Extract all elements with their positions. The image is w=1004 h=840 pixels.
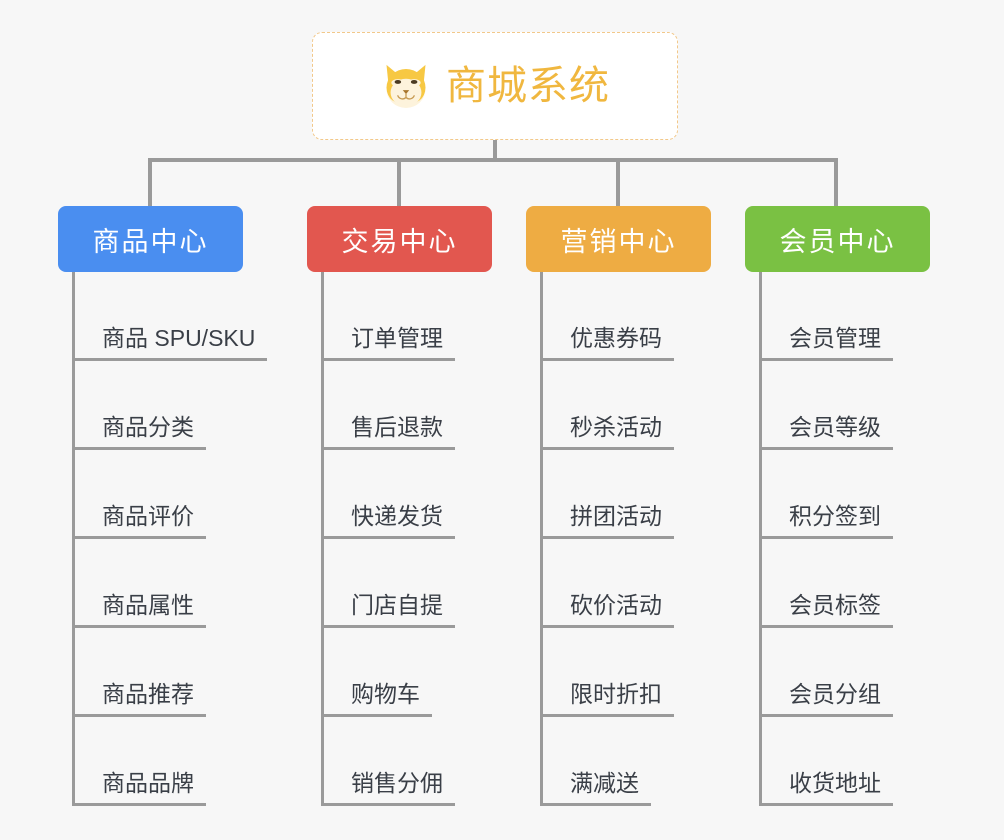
- leaf-label: 收货地址: [759, 770, 893, 806]
- leaf-label: 订单管理: [321, 325, 455, 361]
- leaf-item[interactable]: 商品属性: [72, 539, 206, 628]
- leaf-item[interactable]: 会员管理: [759, 272, 893, 361]
- leaf-label: 满减送: [540, 770, 651, 806]
- leaf-item[interactable]: 满减送: [540, 717, 651, 806]
- leaf-item[interactable]: 积分签到: [759, 450, 893, 539]
- leaf-label: 会员标签: [759, 592, 893, 628]
- leaf-item[interactable]: 销售分佣: [321, 717, 455, 806]
- category-label: 交易中心: [341, 226, 458, 257]
- leaf-item[interactable]: 收货地址: [759, 717, 893, 806]
- leaf-item[interactable]: 限时折扣: [540, 628, 674, 717]
- leaf-item[interactable]: 快递发货: [321, 450, 455, 539]
- leaf-item[interactable]: 拼团活动: [540, 450, 674, 539]
- category-box-product[interactable]: 商品中心: [58, 206, 243, 272]
- leaf-label: 销售分佣: [321, 770, 455, 806]
- connector-root-stub: [493, 140, 497, 162]
- connector-drop-2: [616, 158, 620, 208]
- leaf-label: 会员分组: [759, 681, 893, 717]
- leaf-item[interactable]: 订单管理: [321, 272, 455, 361]
- leaf-label: 优惠券码: [540, 325, 674, 361]
- leaf-item[interactable]: 商品分类: [72, 361, 206, 450]
- leaf-label: 商品品牌: [72, 770, 206, 806]
- category-label: 营销中心: [560, 226, 677, 257]
- leaf-label: 限时折扣: [540, 681, 674, 717]
- leaf-label: 积分签到: [759, 503, 893, 539]
- leaf-item[interactable]: 售后退款: [321, 361, 455, 450]
- connector-drop-0: [148, 158, 152, 208]
- connector-horizontal-bus: [148, 158, 838, 162]
- leaf-label: 拼团活动: [540, 503, 674, 539]
- root-node[interactable]: 商城系统: [312, 32, 678, 140]
- leaf-label: 砍价活动: [540, 592, 674, 628]
- leaf-label: 会员管理: [759, 325, 893, 361]
- leaf-item[interactable]: 砍价活动: [540, 539, 674, 628]
- leaf-label: 秒杀活动: [540, 414, 674, 450]
- leaf-item[interactable]: 商品推荐: [72, 628, 206, 717]
- category-label: 会员中心: [779, 226, 896, 257]
- leaf-item[interactable]: 购物车: [321, 628, 432, 717]
- category-box-member[interactable]: 会员中心: [745, 206, 930, 272]
- leaf-item[interactable]: 会员等级: [759, 361, 893, 450]
- leaf-label: 门店自提: [321, 592, 455, 628]
- category-label: 商品中心: [92, 226, 209, 257]
- connector-drop-1: [397, 158, 401, 208]
- leaf-item[interactable]: 优惠券码: [540, 272, 674, 361]
- leaf-item[interactable]: 会员标签: [759, 539, 893, 628]
- leaf-item[interactable]: 门店自提: [321, 539, 455, 628]
- shiba-dog-face-icon: [386, 64, 426, 108]
- leaf-item[interactable]: 商品品牌: [72, 717, 206, 806]
- leaf-label: 购物车: [321, 681, 432, 717]
- leaf-label: 商品分类: [72, 414, 206, 450]
- category-box-trade[interactable]: 交易中心: [307, 206, 492, 272]
- category-box-marketing[interactable]: 营销中心: [526, 206, 711, 272]
- leaf-label: 商品评价: [72, 503, 206, 539]
- leaf-item[interactable]: 会员分组: [759, 628, 893, 717]
- leaf-label: 商品 SPU/SKU: [72, 325, 268, 361]
- leaf-label: 商品属性: [72, 592, 206, 628]
- leaf-label: 快递发货: [321, 503, 455, 539]
- leaf-item[interactable]: 商品 SPU/SKU: [72, 272, 268, 361]
- leaf-label: 商品推荐: [72, 681, 206, 717]
- leaf-label: 售后退款: [321, 414, 455, 450]
- root-title: 商城系统: [446, 64, 610, 108]
- connector-drop-3: [834, 158, 838, 208]
- leaf-item[interactable]: 商品评价: [72, 450, 206, 539]
- leaf-item[interactable]: 秒杀活动: [540, 361, 674, 450]
- leaf-label: 会员等级: [759, 414, 893, 450]
